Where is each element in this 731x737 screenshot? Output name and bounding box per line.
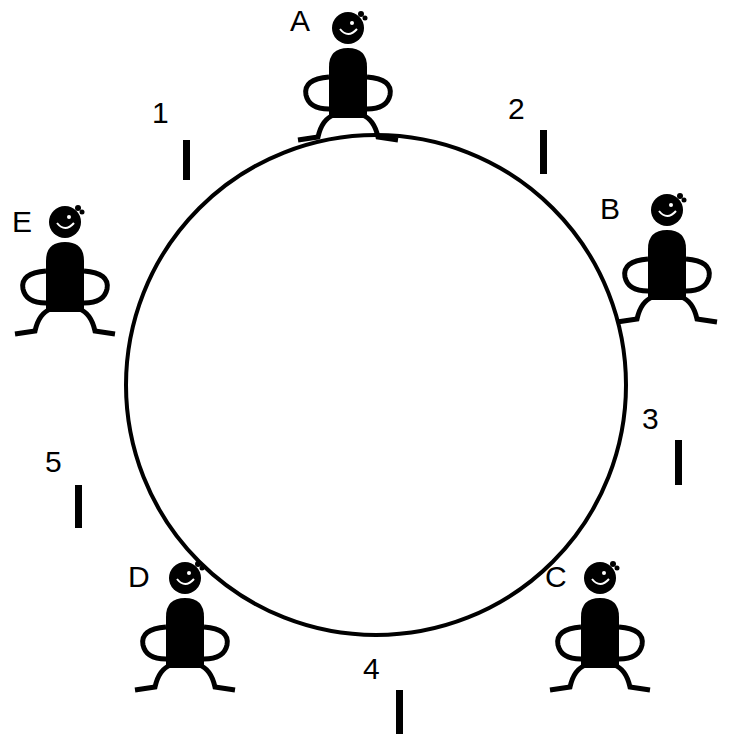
philosopher-letter: A: [290, 6, 310, 36]
philosopher-figure: [298, 11, 398, 140]
fork-bar: [675, 440, 682, 485]
philosopher-letter: C: [545, 562, 567, 592]
callout-number: 5: [45, 447, 62, 477]
philosopher-letter: D: [128, 562, 150, 592]
fork-bar: [75, 485, 82, 528]
callout-number: 1: [152, 98, 169, 128]
philosopher-letter: E: [12, 207, 32, 237]
fork-bar: [540, 130, 547, 174]
philosopher-figure: [617, 193, 717, 322]
fork-bar: [183, 140, 190, 180]
fork-bar: [396, 690, 403, 734]
philosopher-figure: [135, 561, 235, 690]
callout-number: 3: [642, 404, 659, 434]
philosopher-letter: B: [600, 194, 620, 224]
callout-number: 4: [363, 654, 380, 684]
callout-number: 2: [508, 94, 525, 124]
table-circle: [126, 135, 626, 635]
